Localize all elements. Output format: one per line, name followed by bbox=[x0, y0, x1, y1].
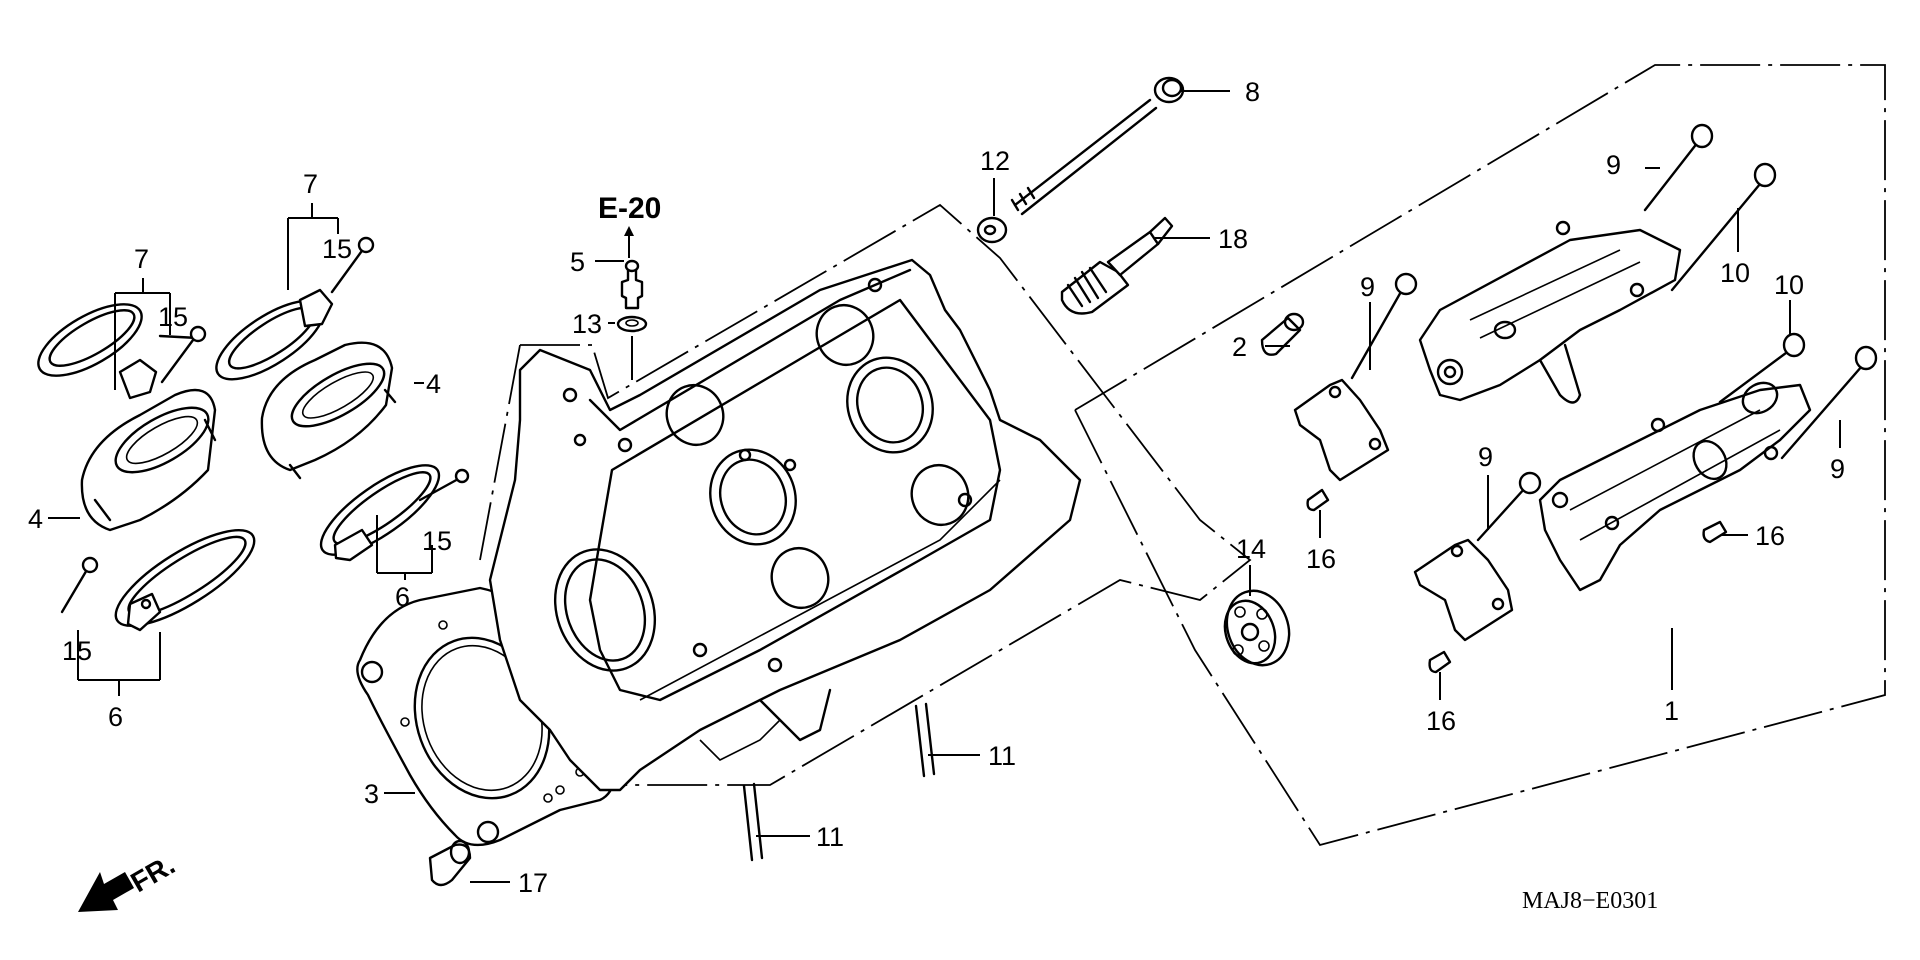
callout-15-right-lower: 15 bbox=[422, 526, 452, 556]
callout-16-right: 16 bbox=[1755, 521, 1785, 551]
callout-14: 14 bbox=[1236, 534, 1266, 564]
dowel-pin-17[interactable] bbox=[428, 839, 472, 887]
callout-12: 12 bbox=[980, 146, 1010, 176]
screw-15-right-upper[interactable] bbox=[330, 236, 375, 294]
callout-4-left: 4 bbox=[28, 504, 43, 534]
callout-9-mid: 9 bbox=[1360, 272, 1375, 302]
camshaft-holder-upper[interactable] bbox=[1418, 220, 1682, 404]
callout-11-left: 11 bbox=[816, 822, 844, 852]
callout-15-left-lower: 15 bbox=[62, 636, 92, 666]
insulator-4-left[interactable] bbox=[80, 388, 218, 532]
bearing-14[interactable] bbox=[1217, 582, 1300, 674]
callout-2: 2 bbox=[1232, 332, 1247, 362]
cross-reference-arrow bbox=[624, 226, 634, 258]
callout-3: 3 bbox=[364, 779, 379, 809]
sealing-washer-13[interactable] bbox=[616, 315, 648, 333]
callout-8: 8 bbox=[1245, 77, 1260, 107]
front-direction-label: FR. bbox=[126, 849, 181, 898]
callout-13: 13 bbox=[572, 309, 602, 339]
spark-plug-18[interactable] bbox=[1060, 216, 1174, 315]
callout-16-upper: 16 bbox=[1306, 544, 1336, 574]
washer-12[interactable] bbox=[976, 216, 1008, 244]
joint-5[interactable] bbox=[620, 259, 644, 310]
insulator-band-6-right[interactable] bbox=[309, 450, 451, 570]
front-direction-arrow bbox=[78, 872, 134, 912]
flange-bolt-10-top[interactable] bbox=[1670, 162, 1777, 292]
callout-5: 5 bbox=[570, 247, 585, 277]
cylinder-head[interactable] bbox=[488, 258, 1082, 792]
camshaft-holder-lower[interactable] bbox=[1538, 377, 1812, 592]
cross-reference-label[interactable]: E-20 bbox=[598, 192, 661, 225]
head-group-outline bbox=[479, 203, 1252, 786]
callout-7-left: 7 bbox=[134, 244, 149, 274]
leader-lines bbox=[48, 90, 1841, 883]
cam-cap-lower[interactable] bbox=[1413, 538, 1514, 642]
callout-15-left-upper: 15 bbox=[158, 302, 188, 332]
callout-1: 1 bbox=[1664, 696, 1679, 726]
callout-16-lower: 16 bbox=[1426, 706, 1456, 736]
cam-cap-upper[interactable] bbox=[1293, 378, 1390, 482]
screw-15-right-lower[interactable] bbox=[418, 468, 470, 502]
camshaft-assembly-outline bbox=[1074, 64, 1886, 847]
flange-bolt-9-right[interactable] bbox=[1780, 345, 1878, 460]
callout-11-right: 11 bbox=[988, 741, 1016, 771]
callout-9-right: 9 bbox=[1830, 454, 1845, 484]
callout-6-right: 6 bbox=[395, 582, 410, 612]
callout-6-left: 6 bbox=[108, 702, 123, 732]
callout-4-right: 4 bbox=[426, 369, 441, 399]
insulator-4-right[interactable] bbox=[260, 341, 397, 480]
dowel-pin-2[interactable] bbox=[1260, 312, 1305, 356]
dowel-pin-16-b[interactable] bbox=[1428, 650, 1452, 674]
flange-bolt-10-mid[interactable] bbox=[1718, 332, 1806, 404]
dowel-pin-16-a[interactable] bbox=[1306, 488, 1330, 512]
flange-bolt-9-lower[interactable] bbox=[1476, 471, 1542, 542]
cylinder-head-bolt-8[interactable] bbox=[1010, 76, 1185, 216]
screw-15-left-lower[interactable] bbox=[60, 556, 99, 614]
callout-9-lower: 9 bbox=[1478, 442, 1493, 472]
stud-bolt-11-left[interactable] bbox=[742, 782, 764, 862]
insulator-band-7-left[interactable] bbox=[28, 290, 158, 400]
diagram-reference-code: MAJ8−E0301 bbox=[1522, 888, 1658, 914]
stud-bolt-11-right[interactable] bbox=[914, 702, 936, 778]
callout-18: 18 bbox=[1218, 224, 1248, 254]
callout-9-top: 9 bbox=[1606, 150, 1621, 180]
callout-15-right-upper: 15 bbox=[322, 234, 352, 264]
flange-bolt-9-mid[interactable] bbox=[1350, 272, 1418, 380]
callout-7-right: 7 bbox=[303, 169, 318, 199]
flange-bolt-9-top[interactable] bbox=[1643, 123, 1714, 212]
dowel-pin-16-c[interactable] bbox=[1702, 520, 1728, 544]
callout-10-mid: 10 bbox=[1774, 270, 1804, 300]
callout-17: 17 bbox=[518, 868, 548, 898]
screw-15-left-upper[interactable] bbox=[158, 325, 207, 384]
insulator-band-7-right[interactable] bbox=[205, 286, 335, 394]
callout-10-top: 10 bbox=[1720, 258, 1750, 288]
callout-labels: 8 12 18 2 9 9 10 10 9 9 16 16 16 1 14 11… bbox=[28, 77, 1845, 898]
insulator-band-6-left[interactable] bbox=[103, 514, 266, 643]
